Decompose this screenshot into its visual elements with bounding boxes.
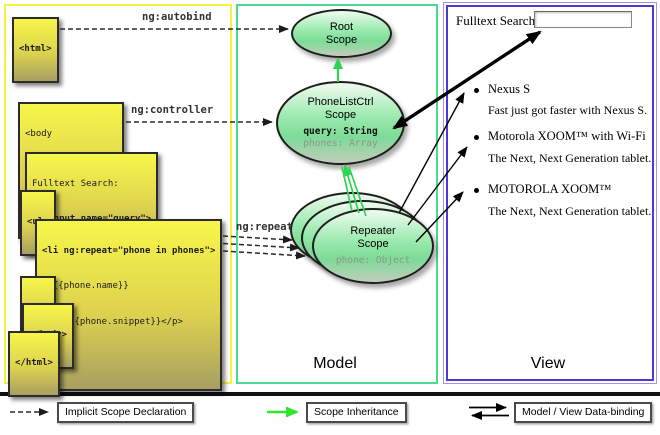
legend-model-view-data-binding: Model / View Data-binding (514, 402, 653, 423)
bullet-dot (474, 188, 479, 193)
scope-name: Scope (325, 33, 358, 46)
root-scope-ellipse: Root Scope (291, 9, 392, 58)
code-line: <body (25, 129, 53, 140)
legend-separator-line (0, 392, 660, 396)
ng-controller-label: ng:controller (131, 104, 214, 116)
code-line: Fulltext Search: (32, 179, 119, 190)
scope-prop-phones: phones: Array (303, 137, 378, 149)
scope-prop-query: query: String (303, 125, 378, 137)
legend-scope-inheritance: Scope Inheritance (306, 402, 407, 423)
repeater-scope-ellipse-front: Repeater Scope phone: Object (312, 208, 434, 284)
bullet-dot (474, 88, 479, 93)
view-title: View (530, 355, 566, 372)
view-item-desc: The Next, Next Generation tablet. (488, 151, 652, 165)
model-title: Model (313, 355, 357, 372)
view-item-desc: Fast just got faster with Nexus S. (488, 103, 647, 117)
scope-name: Repeater (350, 224, 396, 237)
view-item-title: Motorola XOOM™ with Wi-Fi (488, 129, 646, 143)
ng-autobind-label: ng:autobind (142, 11, 212, 23)
scope-name: PhoneListCtrl (307, 95, 374, 108)
code-line: <p>{{phone.snippet}}</p> (42, 316, 183, 327)
code-line: </html> (15, 358, 53, 369)
fulltext-search-label: Fulltext Search: (456, 13, 539, 28)
scope-name: Scope (324, 108, 357, 121)
scope-name: Root (329, 20, 354, 33)
view-item-desc: The Next, Next Generation tablet. (488, 204, 652, 218)
code-line: <li ng:repeat="phone in phones"> (42, 246, 216, 257)
view-item-title: MOTOROLA XOOM™ (488, 182, 612, 196)
fulltext-search-input[interactable] (534, 11, 632, 28)
legend-implicit-scope-declaration: Implicit Scope Declaration (57, 402, 195, 423)
ng-repeat-label: ng:repeat (236, 221, 293, 233)
scope-prop-phone: phone: Object (335, 254, 411, 266)
code-line: {{phone.name}} (42, 281, 129, 292)
bullet-dot (474, 135, 479, 140)
scope-name: Scope (357, 237, 389, 250)
code-html-close: </html> (8, 331, 60, 398)
view-item-title: Nexus S (488, 82, 531, 96)
code-html-open: <html> (12, 17, 59, 84)
phonelistctrl-scope-ellipse: PhoneListCtrl Scope query: String phones… (276, 81, 405, 165)
code-line: <html> (19, 44, 52, 55)
